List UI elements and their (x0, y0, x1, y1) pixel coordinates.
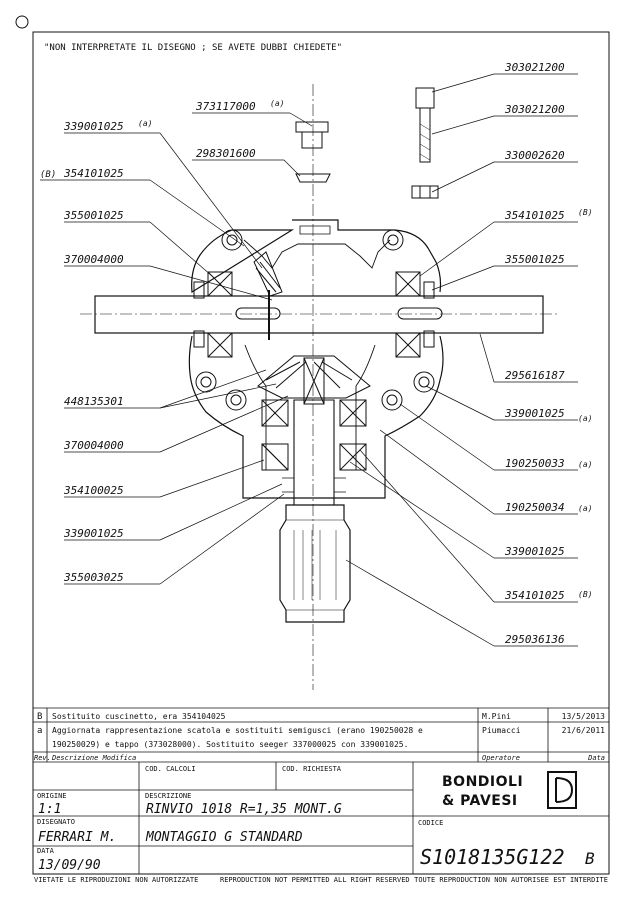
revision-header-rev: Rev. (34, 754, 51, 762)
part-339001025-right-a-sup: (a) (578, 414, 592, 423)
part-339001025-top: 339001025 (63, 120, 124, 133)
header-note: "NON INTERPRETATE IL DISEGNO ; SE AVETE … (44, 43, 342, 53)
revision-a-desc: Aggiornata rappresentazione scatola e so… (52, 726, 423, 735)
part-190250033-sup: (a) (578, 460, 592, 469)
part-354101025-b2: 354101025 (504, 589, 565, 602)
drawing-code: S1018135G122 (420, 845, 565, 869)
disegnato-label: DISEGNATO (37, 818, 75, 826)
part-354101025-right-sup: (B) (578, 208, 592, 217)
description-line-1: RINVIO 1018 R=1,35 MONT.G (146, 802, 342, 817)
title-block (33, 762, 609, 874)
part-354100025: 354100025 (63, 484, 124, 497)
footer-english: REPRODUCTION NOT PERMITTED ALL RIGHT RES… (220, 876, 410, 884)
leader-lines (40, 73, 578, 647)
drawing-code-revision: B (585, 849, 595, 868)
descrizione-label: DESCRIZIONE (145, 792, 191, 800)
gearbox-drawing (80, 84, 560, 690)
revision-a-date: 21/6/2011 (562, 726, 606, 735)
part-303021200-b: 303021200 (504, 103, 565, 116)
revision-header-date: Data (587, 754, 605, 762)
cod-richiesta-label: COD. RICHIESTA (282, 765, 342, 773)
company-name-1: BONDIOLI (442, 774, 523, 790)
scale-value: 1:1 (38, 802, 61, 817)
data-label: DATA (37, 847, 55, 855)
logo-emblem-icon (547, 771, 577, 809)
revision-b-date: 13/5/2013 (562, 712, 606, 721)
part-labels: 303021200 303021200 330002620 373117000 … (40, 61, 592, 646)
part-339001025-right-a: 339001025 (504, 407, 565, 420)
revision-a-desc-2: 190250029) e tappo (373028000). Sostitui… (52, 740, 408, 749)
part-354101025-b2-sup: (B) (578, 590, 592, 599)
revision-b-id: B (37, 712, 42, 722)
origine-label: ORIGINE (37, 792, 67, 800)
part-370004000-top: 370004000 (63, 253, 124, 266)
part-355001025-right: 355001025 (504, 253, 565, 266)
revision-b-operator: M.Pini (482, 712, 511, 721)
revision-a-id: a (37, 726, 42, 736)
revision-header-desc: Descrizione Modifica (51, 754, 136, 762)
part-339001025-top-sup: (a) (138, 119, 152, 128)
company-logo: BONDIOLI & PAVESI (442, 771, 577, 809)
revision-table (33, 707, 609, 763)
part-295036136: 295036136 (505, 633, 565, 646)
footer-french: TOUTE REPRODUCTION NON AUTORISEE EST INT… (414, 876, 608, 884)
drawing-frame (32, 31, 610, 875)
part-339001025-left: 339001025 (63, 527, 124, 540)
designer-name: FERRARI M. (38, 830, 116, 845)
revision-b-desc: Sostituito cuscinetto, era 354104025 (52, 712, 226, 721)
description-line-2: MONTAGGIO G STANDARD (145, 830, 303, 845)
part-373117000-sup: (a) (270, 99, 284, 108)
part-303021200-a: 303021200 (504, 61, 565, 74)
part-339001025-right: 339001025 (504, 545, 565, 558)
part-298301600: 298301600 (196, 147, 256, 160)
part-330002620: 330002620 (504, 149, 565, 162)
part-355001025-left: 355001025 (63, 209, 124, 222)
part-373117000: 373117000 (195, 100, 256, 113)
codice-label: CODICE (418, 819, 443, 827)
drawing-date: 13/09/90 (38, 858, 101, 873)
footer-italian: VIETATE LE RIPRODUZIONI NON AUTORIZZATE (34, 876, 198, 884)
revision-header-operator: Operatore (482, 754, 520, 762)
part-190250034: 190250034 (505, 501, 565, 514)
company-name-2: & PAVESI (442, 793, 518, 809)
part-354101025-left: 354101025 (63, 167, 124, 180)
registration-mark (15, 15, 29, 29)
part-190250034-sup: (a) (578, 504, 592, 513)
part-295616187: 295616187 (505, 369, 565, 382)
revision-a-operator: Piumacci (482, 726, 521, 735)
cod-calcoli-label: COD. CALCOLI (145, 765, 196, 773)
part-354101025-right: 354101025 (504, 209, 565, 222)
part-370004000-mid: 370004000 (63, 439, 124, 452)
part-448135301: 448135301 (64, 395, 124, 408)
part-354101025-left-prefix: (B) (40, 170, 56, 180)
part-190250033: 190250033 (505, 457, 565, 470)
part-355003025: 355003025 (63, 571, 124, 584)
